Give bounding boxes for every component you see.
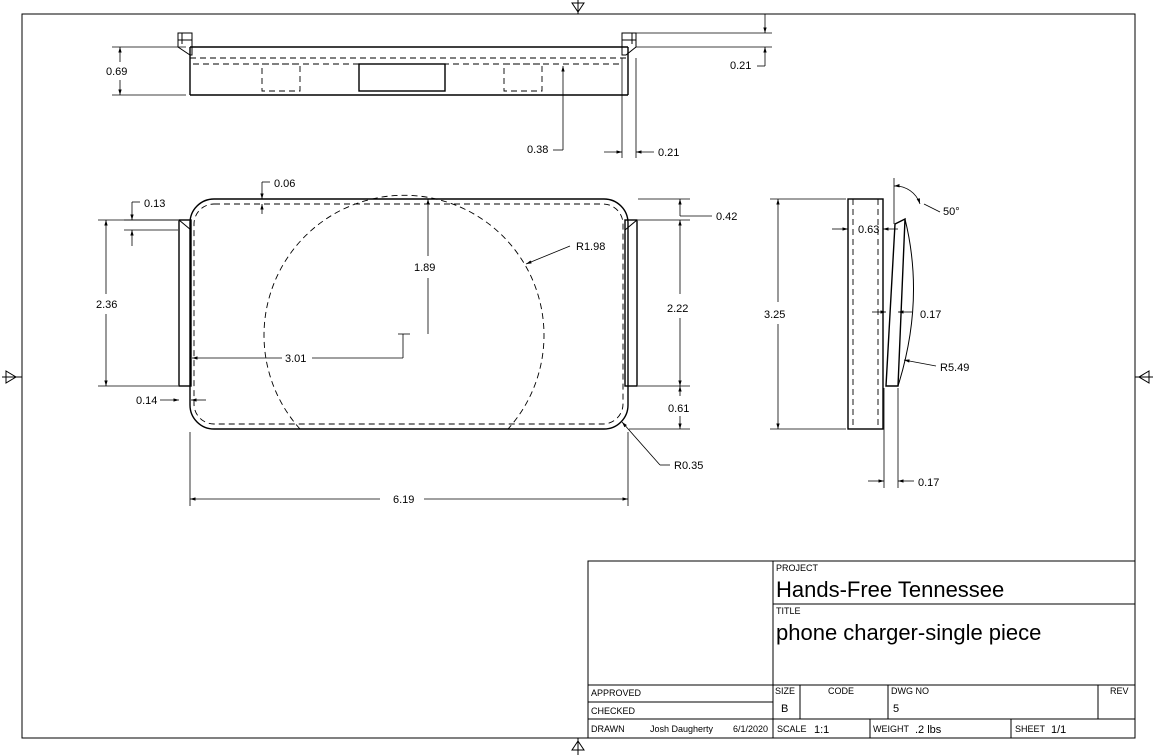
dim-0-63: 0.63 — [858, 224, 879, 236]
dim-0-14: 0.14 — [136, 395, 157, 407]
dim-3-01: 3.01 — [285, 353, 306, 365]
code-label: CODE — [828, 686, 854, 696]
dim-0-17-mid: 0.17 — [920, 309, 941, 321]
title-label: TITLE — [776, 606, 801, 616]
rev-label: REV — [1110, 686, 1129, 696]
center-mark-bottom — [571, 738, 585, 755]
weight-label: WEIGHT — [873, 724, 909, 734]
top-view-dimensions: 0.69 0.21 0.38 0.21 — [106, 14, 772, 159]
dwg-no-label: DWG NO — [891, 686, 929, 696]
dim-2-22: 2.22 — [667, 303, 688, 315]
dim-0-42: 0.42 — [716, 211, 737, 223]
dim-0-61: 0.61 — [668, 403, 689, 415]
dim-50-deg: 50° — [943, 206, 960, 218]
dim-0-06: 0.06 — [274, 178, 295, 190]
weight-value: .2 lbs — [915, 724, 942, 736]
center-mark-top — [571, 0, 585, 14]
size-label: SIZE — [775, 686, 795, 696]
dim-0-17-bottom: 0.17 — [918, 477, 939, 489]
front-view — [178, 194, 638, 430]
dim-6-19: 6.19 — [393, 494, 414, 506]
checked-label: CHECKED — [591, 706, 636, 716]
dim-r1-98: R1.98 — [576, 241, 605, 253]
drawn-date: 6/1/2020 — [733, 724, 768, 734]
approved-label: APPROVED — [591, 688, 642, 698]
scale-value: 1:1 — [814, 724, 829, 736]
front-view-dimensions: 0.06 0.13 0.42 2.36 1.89 R1.98 2.22 3.01 — [96, 178, 737, 506]
dim-0-69: 0.69 — [106, 66, 127, 78]
dim-r5-49: R5.49 — [940, 362, 969, 374]
center-mark-left — [2, 370, 22, 384]
title-block: PROJECT Hands-Free Tennessee TITLE phone… — [587, 560, 1136, 739]
size-value: B — [781, 703, 788, 715]
sheet-value: 1/1 — [1051, 724, 1066, 736]
center-mark-right — [1135, 370, 1153, 384]
dim-2-36: 2.36 — [96, 299, 117, 311]
scale-label: SCALE — [777, 724, 807, 734]
project-name: Hands-Free Tennessee — [776, 577, 1004, 602]
dim-0-21-bottom: 0.21 — [658, 147, 679, 159]
side-view — [847, 198, 915, 430]
dim-1-89: 1.89 — [414, 262, 435, 274]
dim-0-13: 0.13 — [144, 198, 165, 210]
dim-r0-35: R0.35 — [674, 460, 703, 472]
sheet-label: SHEET — [1015, 724, 1046, 734]
dwg-no-value: 5 — [893, 703, 899, 715]
dim-3-25: 3.25 — [764, 309, 785, 321]
dim-0-21-top: 0.21 — [730, 60, 751, 72]
project-label: PROJECT — [776, 563, 819, 573]
drawing-title: phone charger-single piece — [776, 620, 1041, 645]
top-view — [177, 32, 637, 96]
dim-0-38: 0.38 — [527, 144, 548, 156]
drawn-label: DRAWN — [591, 724, 625, 734]
drawn-by: Josh Daugherty — [650, 724, 714, 734]
side-view-dimensions: 50° 0.63 3.25 0.17 R5.49 0.17 — [764, 178, 969, 489]
